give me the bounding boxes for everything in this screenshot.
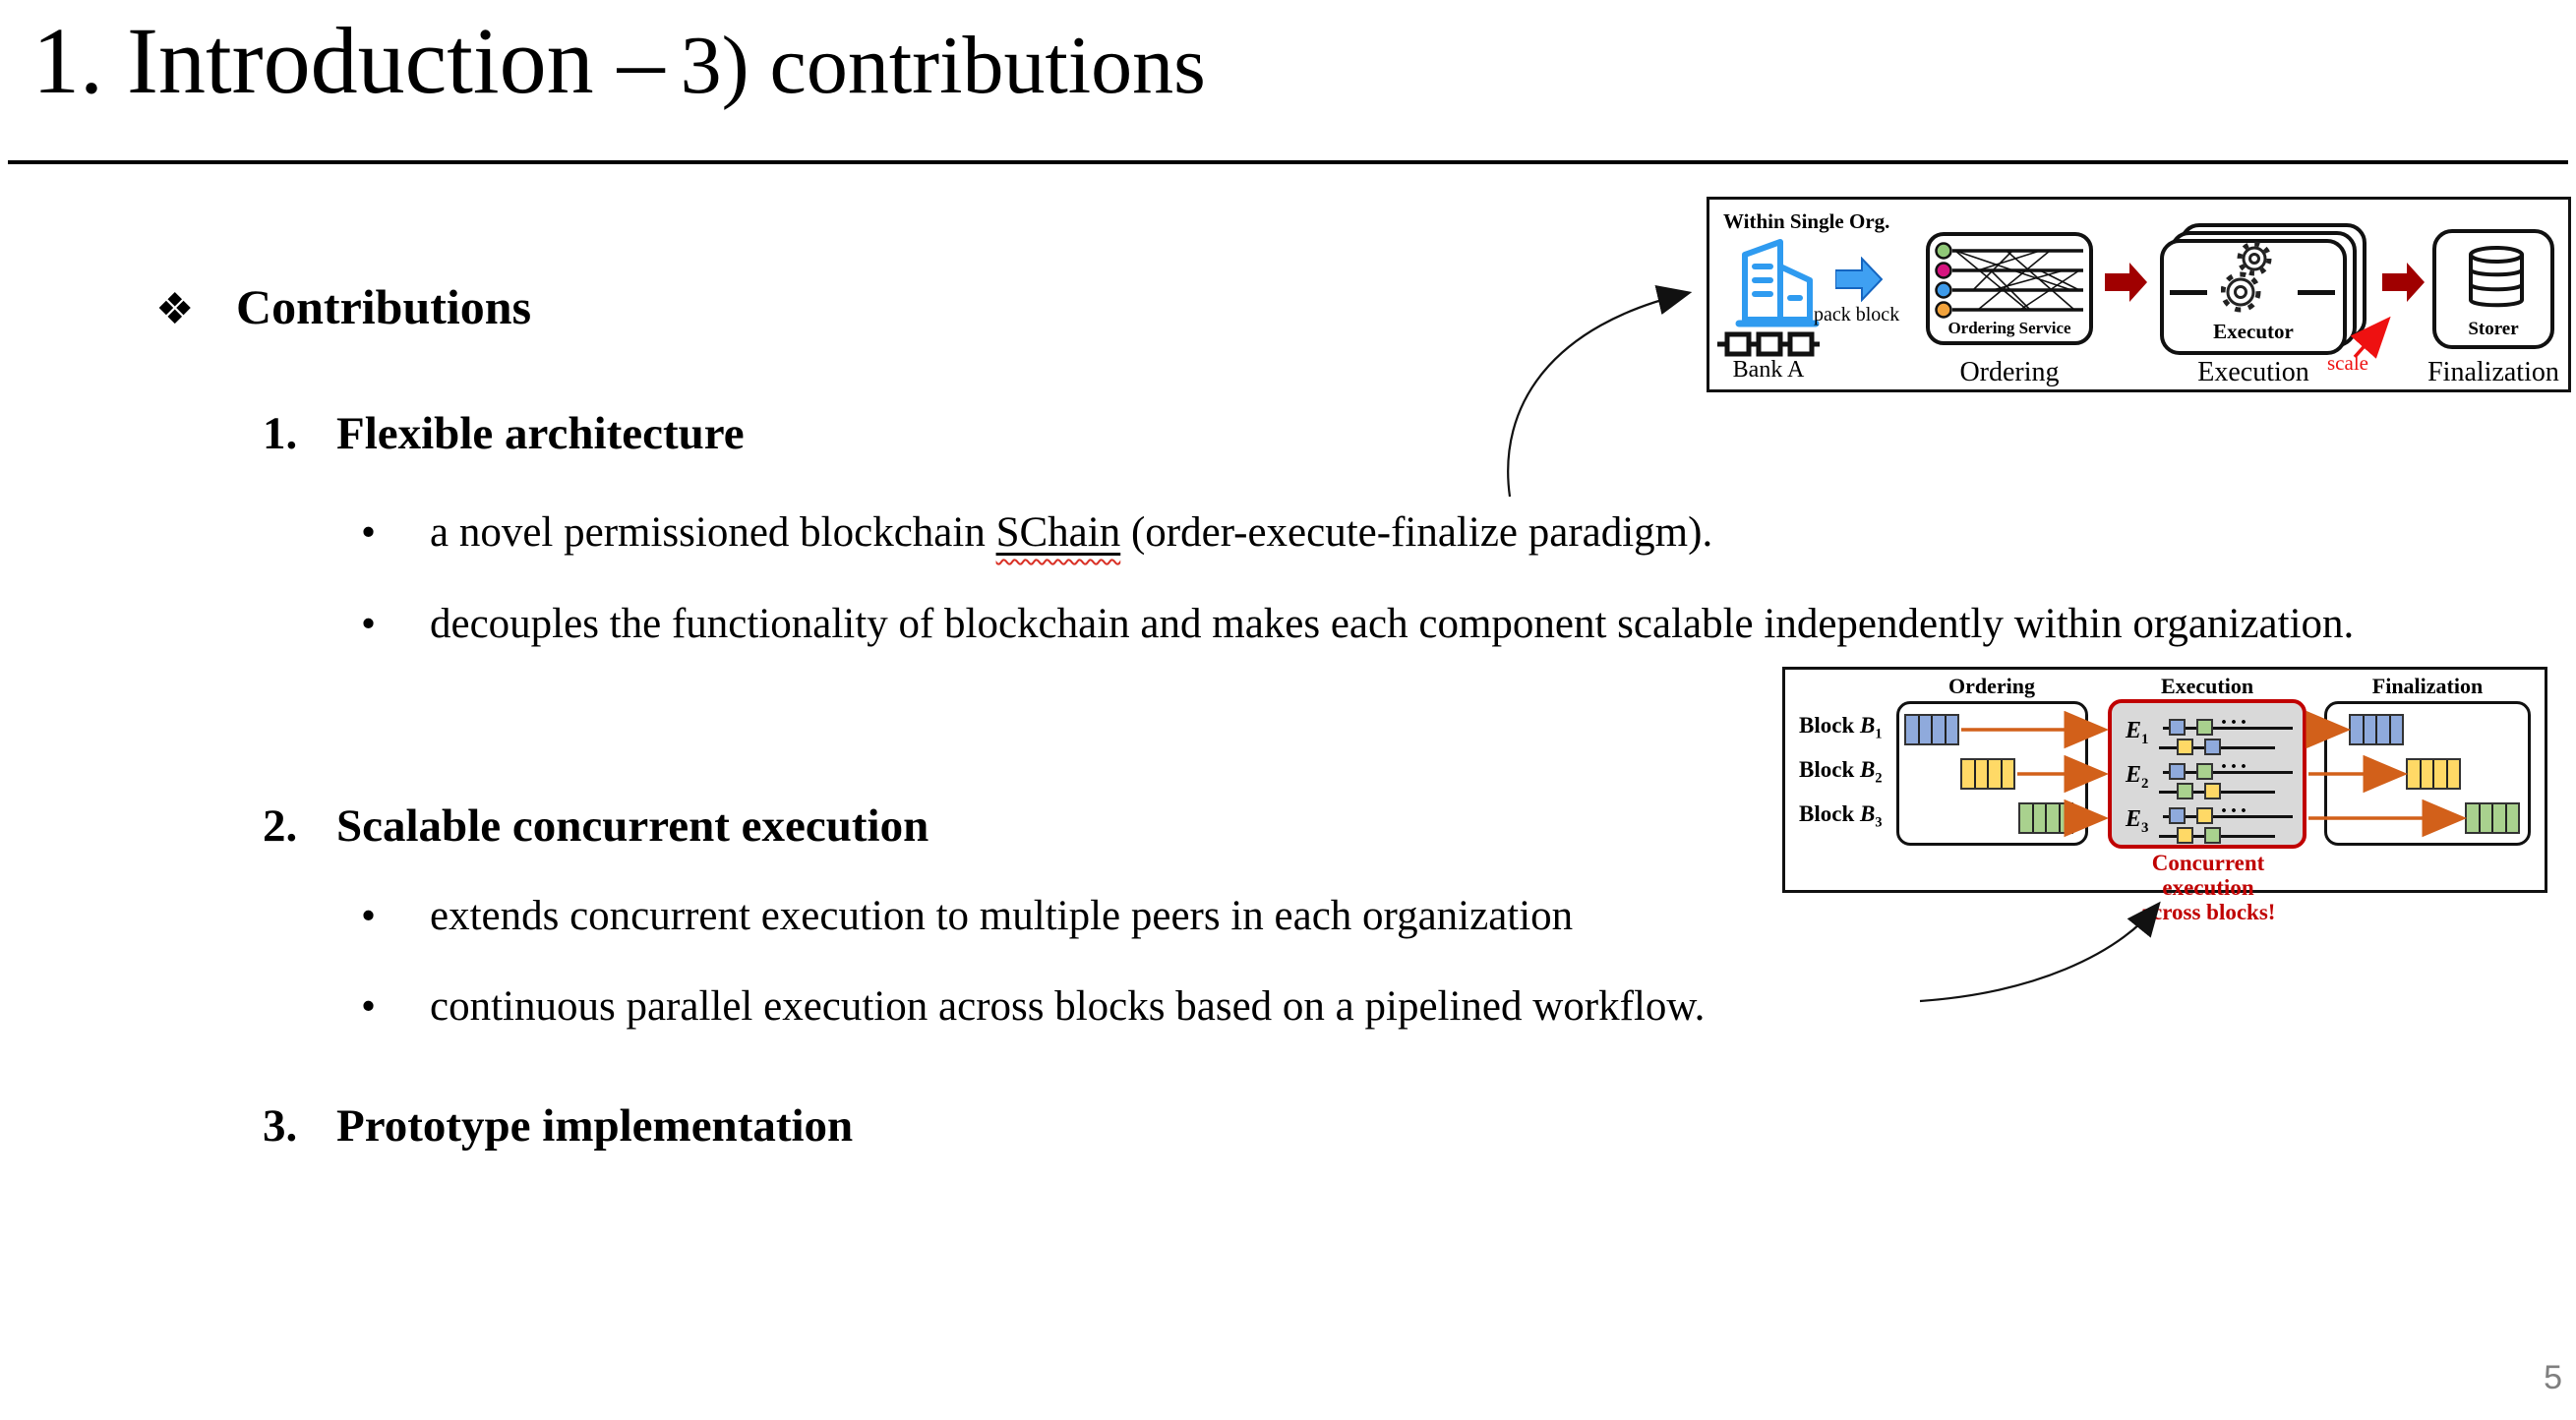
executor-dash-right <box>2298 290 2335 295</box>
bullet-icon: • <box>361 509 377 556</box>
tx-square <box>2196 719 2213 736</box>
bullet-text: decouples the functionality of blockchai… <box>430 601 2355 647</box>
tx-square <box>2169 763 2186 780</box>
bullet-item: • decouples the functionality of blockcha… <box>361 579 2441 670</box>
item-label: Prototype implementation <box>336 1100 854 1152</box>
bank-building-icon <box>1735 239 1820 327</box>
bank-a-label: Bank A <box>1732 357 1805 383</box>
final-block-b3 <box>2465 802 2520 834</box>
flow-arrow-icon <box>2382 263 2425 302</box>
bullet-text: extends concurrent execution to multiple… <box>430 893 1574 939</box>
header-finalization: Finalization <box>2371 674 2484 698</box>
scale-arrow-icon <box>2350 316 2391 359</box>
bullet-item: • continuous parallel execution across bl… <box>361 962 1705 1052</box>
final-block-b1 <box>2349 714 2404 745</box>
title-section: 1. Introduction – <box>32 8 665 113</box>
item-number: 2. <box>263 800 298 852</box>
gears-icon <box>2221 241 2272 313</box>
storer-label: Storer <box>2468 319 2519 339</box>
storer-box: Storer <box>2432 229 2554 349</box>
tx-square <box>2177 783 2193 799</box>
block-b1-label: Block B1 <box>1799 713 1883 742</box>
tx-line <box>2163 771 2293 774</box>
executor-row-3: E3 ··· <box>2120 799 2297 848</box>
tx-square <box>2177 739 2193 755</box>
tx-line <box>2163 727 2293 730</box>
ellipsis: ··· <box>2220 799 2250 824</box>
tx-square <box>2169 719 2186 736</box>
page-title: 1. Introduction –3) contributions <box>32 6 1206 115</box>
concurrent-execution-caption: Concurrent execution across blocks! <box>2140 851 2276 924</box>
bullet-icon: • <box>361 893 377 939</box>
item-label: Flexible architecture <box>336 408 745 459</box>
bullet-icon: • <box>361 983 377 1030</box>
flow-arrow-icon <box>2105 263 2147 302</box>
block-b3 <box>2018 802 2073 834</box>
e3-label: E3 <box>2126 806 2149 836</box>
schain-keyword: SChain <box>995 509 1121 556</box>
diamond-bullet-icon: ❖ <box>155 284 195 334</box>
pack-block-arrow-icon <box>1835 257 1883 302</box>
block-b3-label: Block B3 <box>1799 801 1883 831</box>
title-divider <box>8 160 2568 164</box>
executor-dash-left <box>2170 290 2207 295</box>
ellipsis: ··· <box>2220 710 2250 736</box>
ordering-network-icon <box>1935 242 2083 319</box>
contributions-heading-text: Contributions <box>236 279 532 334</box>
final-block-b2 <box>2406 758 2461 790</box>
block-b1 <box>1904 714 1959 745</box>
tx-square <box>2204 827 2221 844</box>
executor-row-1: E1 ··· <box>2120 710 2297 759</box>
header-ordering: Ordering <box>1948 674 2035 698</box>
item-number: 1. <box>263 408 298 459</box>
tx-square <box>2204 739 2221 755</box>
ordering-service-label: Ordering Service <box>1947 319 2071 337</box>
pack-block-label: pack block <box>1814 304 1900 325</box>
executor-row-2: E2 ··· <box>2120 754 2297 803</box>
header-execution: Execution <box>2160 674 2254 698</box>
pipeline-diagram: Ordering Execution Finalization Block B1… <box>1782 667 2547 924</box>
scale-label: scale <box>2327 351 2368 375</box>
ordering-service-box: Ordering Service <box>1926 232 2093 345</box>
page-number: 5 <box>2544 1359 2562 1396</box>
within-single-org-label: Within Single Org. <box>1723 209 1890 233</box>
tx-square <box>2196 807 2213 824</box>
e2-label: E2 <box>2126 762 2149 792</box>
bullet-text-post: (order-execute-finalize paradigm). <box>1120 509 1713 556</box>
numbered-item-3: 3. Prototype implementation <box>263 1099 853 1153</box>
executor-label: Executor <box>2213 320 2294 343</box>
bullet-item: •a novel permissioned blockchain SChain … <box>361 488 1712 578</box>
bullet-icon: • <box>361 601 377 647</box>
stage-ordering-label: Ordering <box>1959 357 2060 387</box>
tx-square <box>2204 783 2221 799</box>
spellcheck-squiggle: SChain <box>996 509 1121 556</box>
database-icon <box>2469 246 2524 308</box>
tx-square <box>2196 763 2213 780</box>
stage-finalization-label: Finalization <box>2427 357 2559 387</box>
contributions-heading: ❖ Contributions <box>155 278 531 335</box>
bullet-text: continuous parallel execution across blo… <box>430 983 1706 1030</box>
numbered-item-1: 1. Flexible architecture <box>263 407 745 460</box>
numbered-item-2: 2. Scalable concurrent execution <box>263 799 929 853</box>
ellipsis: ··· <box>2220 754 2250 780</box>
architecture-diagram: Within Single Org. Bank A pack block <box>1707 197 2571 392</box>
block-b2-label: Block B2 <box>1799 757 1883 787</box>
bullet-text-pre: a novel permissioned blockchain <box>430 509 996 556</box>
tx-square <box>2169 807 2186 824</box>
arrow-to-architecture-diagram <box>1507 284 1693 498</box>
bullet-item: • extends concurrent execution to multipl… <box>361 871 1573 962</box>
blockchain-chain-icon <box>1717 331 1820 357</box>
stage-execution-label: Execution <box>2197 357 2309 387</box>
block-b2 <box>1960 758 2015 790</box>
item-number: 3. <box>263 1100 298 1152</box>
item-label: Scalable concurrent execution <box>336 800 929 852</box>
tx-square <box>2177 827 2193 844</box>
tx-line <box>2163 815 2293 818</box>
title-subsection: 3) contributions <box>680 20 1206 111</box>
e1-label: E1 <box>2126 718 2149 747</box>
